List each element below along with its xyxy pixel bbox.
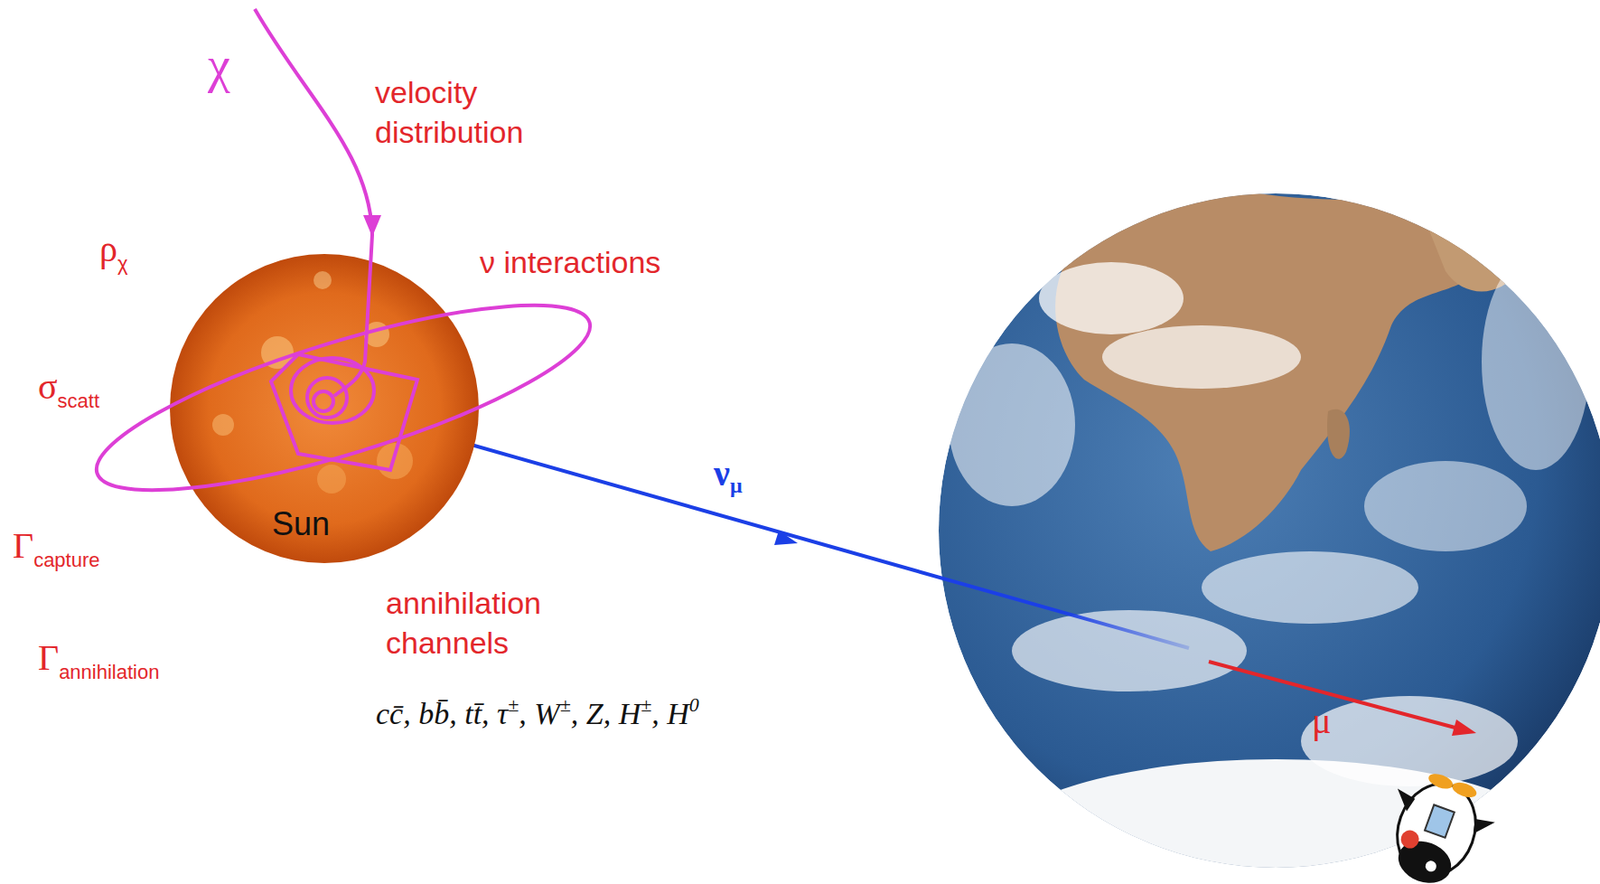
detector-mascot-part — [1469, 814, 1496, 839]
dark-matter-orbits-part-part — [307, 377, 347, 418]
label-group: ρχ — [99, 225, 129, 273]
sun-disc-part — [317, 464, 347, 494]
earth-globe-part — [977, 758, 1574, 884]
sun-circle: Sun — [168, 252, 480, 564]
quantity-label: velocity distribution — [374, 74, 524, 150]
label-group: ν interactions — [479, 242, 661, 282]
dark-matter-orbits-part-part — [290, 357, 375, 423]
detector-mascot-part — [1423, 859, 1438, 873]
quantity-subscript: χ — [117, 252, 129, 275]
quantity-subscript: capture — [33, 548, 100, 571]
channel-superscript: 0 — [689, 692, 700, 716]
sun-disc-part — [212, 413, 234, 436]
detector-mascot-part — [1450, 779, 1479, 801]
channel-superscript: ± — [640, 692, 652, 716]
earth-globe-part — [1327, 409, 1350, 459]
muon-track-part — [1451, 719, 1477, 736]
quantity-symbol: ρ — [99, 228, 118, 270]
channel-formula: , H — [651, 696, 690, 730]
sun-disc-part — [169, 253, 479, 563]
channel-formula: , W — [518, 696, 560, 730]
earth-globe-part — [1102, 325, 1301, 389]
label-group: σscatt — [37, 363, 100, 411]
dark-matter-orbits-part-part — [313, 391, 334, 412]
channel-formula: , Z, H — [570, 696, 641, 730]
earth-globe-part — [1364, 460, 1527, 552]
label-group: νμ — [713, 449, 742, 497]
channel-superscript: ± — [507, 692, 519, 716]
dark-matter-orbits-part-part — [254, 9, 373, 396]
dark-matter-orbits-part-part — [271, 354, 418, 470]
detector-mascot — [1370, 761, 1505, 884]
earth-globe-part — [1011, 609, 1247, 692]
label-group: χ — [207, 32, 231, 99]
quantity-symbol: σ — [37, 365, 58, 407]
label-group: annihilation channels — [385, 582, 639, 663]
neutrino-track-part — [774, 530, 798, 545]
earth-globe-part — [1038, 261, 1184, 335]
muon-symbol: μ — [1311, 700, 1331, 741]
quantity-symbol: Γ — [37, 636, 59, 678]
earth-globe-part — [1201, 551, 1419, 624]
detector-mascot-part — [1426, 770, 1455, 792]
muon-track — [1208, 661, 1477, 736]
detector-mascot-part — [1398, 827, 1423, 852]
quantity-subscript: scatt — [57, 389, 100, 412]
label-group: μ — [1311, 697, 1331, 745]
label-group: cc̄, bb̄, tt̄, τ±, W±, Z, H±, H0 — [375, 693, 700, 734]
label-group: Γcapture — [12, 522, 101, 570]
node-title: Sun — [271, 505, 330, 543]
particle-symbol: χ — [207, 37, 231, 94]
neutrino-subscript: μ — [729, 473, 743, 497]
quantity-label: ν interactions — [479, 244, 661, 280]
quantity-label: annihilation channels — [385, 585, 542, 660]
detector-mascot-part — [1424, 804, 1455, 837]
sun-disc-part — [313, 271, 332, 290]
label-group: Γannihilation — [37, 634, 160, 682]
earth-globe-part — [1409, 180, 1518, 292]
dark-matter-orbits-part-part — [80, 268, 606, 526]
neutrino-symbol: ν — [713, 452, 730, 494]
earth-globe — [938, 180, 1600, 884]
dark-matter-orbits-part — [363, 215, 382, 237]
channel-formula: cc̄, bb̄, tt̄, τ — [375, 696, 508, 730]
earth-globe-part — [1481, 252, 1591, 470]
earth-globe-part — [948, 343, 1076, 506]
detector-mascot-part — [1391, 788, 1417, 813]
quantity-symbol: Γ — [12, 524, 34, 566]
earth-globe-part — [1300, 695, 1518, 786]
label-group: velocity distribution — [374, 72, 601, 152]
muon-track-part — [1208, 661, 1462, 730]
channel-superscript: ± — [560, 692, 571, 716]
quantity-subscript: annihilation — [58, 660, 160, 684]
